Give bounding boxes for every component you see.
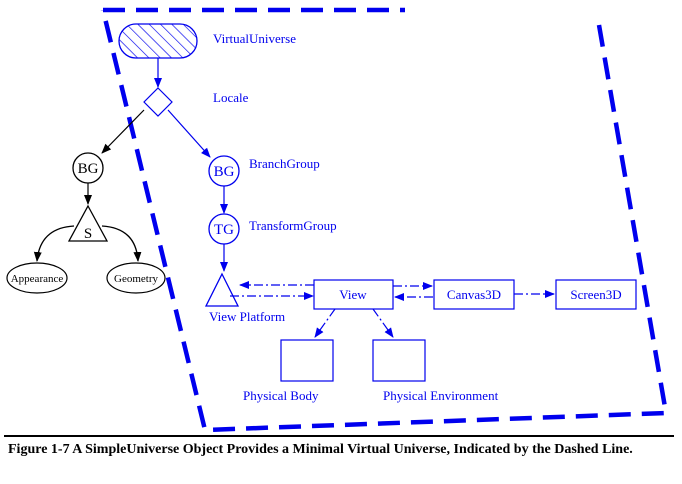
physical-body-node [280,339,334,382]
view-node [313,279,394,310]
locale-label: Locale [213,90,249,105]
screen3d-text: Screen3D [570,287,621,302]
view-platform-label: View Platform [209,309,285,324]
appearance-node [6,262,68,294]
virtual-universe-label: VirtualUniverse [213,31,296,46]
bg-right-text: BG [214,164,235,180]
canvas3d-node [433,279,515,310]
figure-caption: Figure 1-7 A SimpleUniverse Object Provi… [8,442,633,457]
physical-environment-label: Physical Environment [383,388,499,403]
tg-text: TG [214,222,234,238]
bg-left-text: BG [78,161,99,177]
locale-to-bg-right-edge [167,109,211,158]
transform-group-label: TransformGroup [249,218,337,233]
canvas3d-text: Canvas3D [447,287,501,302]
shape3d-node [67,204,109,242]
shape3d-text: S [84,226,92,242]
physical-body-label: Physical Body [243,388,319,403]
view-text: View [339,287,367,302]
screen3d-node [555,279,637,310]
physical-environment-node [372,339,426,382]
view-platform-node [204,272,240,307]
branch-group-label: BranchGroup [249,156,320,171]
shape-to-appearance-edge [33,225,75,262]
view-to-physical-body-edge [314,308,336,338]
appearance-text: Appearance [11,273,64,285]
shape-to-geometry-edge [101,225,142,262]
simple-universe-boundary [100,7,669,433]
locale-to-bg-left-edge [101,109,145,154]
geometry-node [106,262,166,294]
geometry-text: Geometry [114,273,158,285]
virtual-universe-node [118,23,198,59]
locale-node [143,87,173,117]
view-to-physical-env-edge [372,308,394,338]
